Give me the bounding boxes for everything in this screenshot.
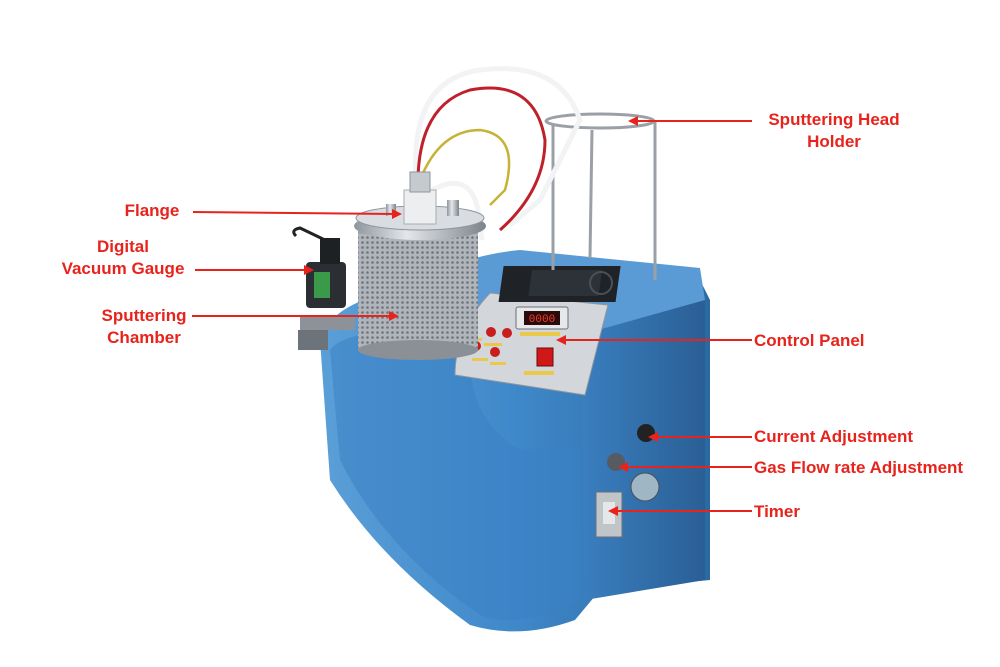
control-button[interactable]: [490, 347, 500, 357]
display-readout: 0000: [529, 314, 555, 326]
label-timer: Timer: [754, 501, 800, 523]
control-button[interactable]: [502, 328, 512, 338]
label-line: Vacuum Gauge: [61, 259, 185, 278]
leader-lines: [192, 120, 752, 512]
label-line: Sputtering Head: [768, 110, 900, 129]
label-line: Chamber: [107, 328, 181, 347]
label-flange: Flange: [115, 200, 189, 222]
cables: [413, 66, 583, 241]
label-line: Gas Flow rate Adjustment: [754, 458, 964, 477]
digital-vacuum-gauge: [292, 226, 355, 350]
control-button[interactable]: [486, 327, 496, 337]
leader-arrowheads: [304, 116, 658, 516]
label-digital-vacuum-gauge: Digital Vacuum Gauge: [52, 236, 194, 280]
sputtering-chamber: [358, 226, 478, 360]
flange: [354, 171, 486, 240]
sputtering-head-holder: [498, 112, 657, 302]
control-panel: 0000: [454, 292, 609, 396]
label-current-adjustment: Current Adjustment: [754, 426, 913, 448]
label-line: Sputtering: [101, 306, 187, 325]
label-control-panel: Control Panel: [754, 330, 865, 352]
power-switch[interactable]: [536, 347, 554, 367]
label-line: Holder: [807, 132, 861, 151]
label-line: Current Adjustment: [754, 427, 913, 446]
label-line: Flange: [124, 201, 180, 220]
label-line: Control Panel: [754, 331, 865, 350]
label-sputtering-head-holder: Sputtering Head Holder: [754, 109, 914, 153]
label-line: Timer: [754, 502, 800, 521]
label-line: Digital: [97, 237, 149, 256]
label-gas-flow-rate-adjustment: Gas Flow rate Adjustment: [754, 457, 963, 479]
leader-line-flange: [192, 211, 399, 215]
label-sputtering-chamber: Sputtering Chamber: [92, 305, 196, 349]
